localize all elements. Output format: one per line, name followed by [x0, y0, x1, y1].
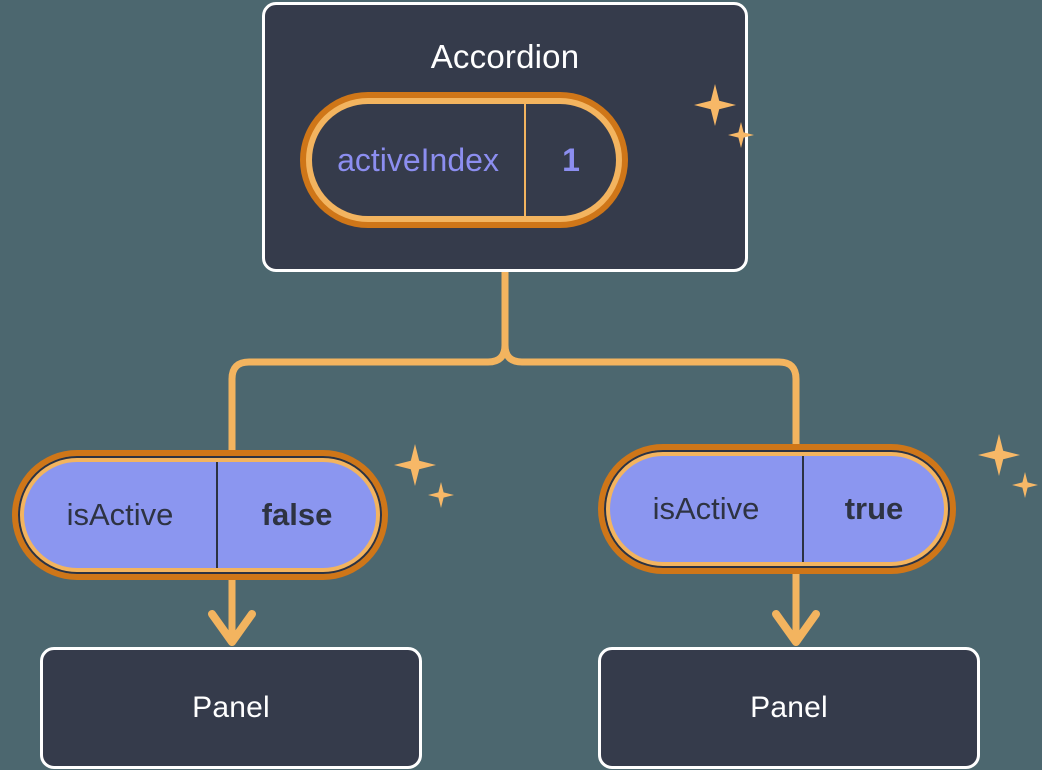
- pill-body: isActive true: [604, 450, 950, 568]
- arrowhead-right: [772, 610, 820, 646]
- is-active-true-state-pill[interactable]: isActive true: [604, 450, 950, 568]
- connector-root-to-left: [228, 268, 509, 460]
- active-index-key: activeIndex: [312, 104, 526, 216]
- is-active-true-value: true: [844, 491, 904, 526]
- active-index-state-pill[interactable]: activeIndex 1: [306, 98, 622, 222]
- is-active-false-state-pill[interactable]: isActive false: [18, 456, 382, 574]
- panel-node-left[interactable]: Panel: [40, 647, 422, 769]
- pill-body: isActive false: [18, 456, 382, 574]
- accordion-title: Accordion: [430, 38, 580, 75]
- is-active-false-key: isActive: [24, 462, 218, 568]
- is-active-true-key: isActive: [610, 456, 804, 562]
- panel-node-right[interactable]: Panel: [598, 647, 980, 769]
- arrowhead-left: [208, 610, 256, 646]
- panel-right-title: Panel: [750, 691, 828, 724]
- is-active-false-value: false: [261, 497, 333, 532]
- active-index-value: 1: [562, 141, 580, 178]
- panel-left-title: Panel: [192, 691, 270, 724]
- connector-root-to-right: [501, 268, 800, 454]
- pill-body: activeIndex 1: [306, 98, 622, 222]
